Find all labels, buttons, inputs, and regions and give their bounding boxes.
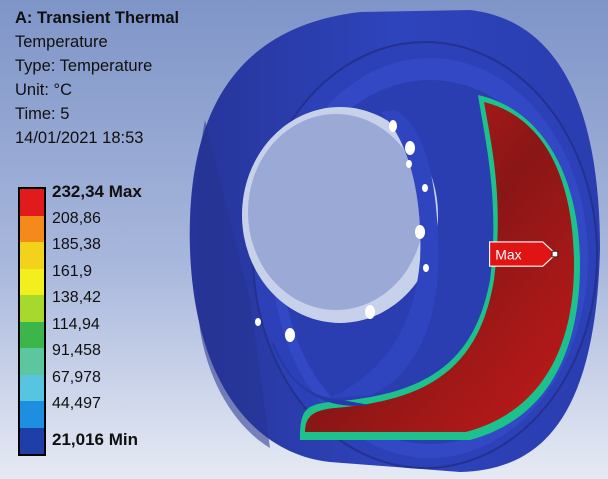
bolt-hole [415,225,425,239]
max-probe-marker [551,250,559,258]
bolt-hole [255,318,261,326]
legend-swatch [20,348,44,375]
legend-swatch [20,401,44,428]
legend-value: 44,497 [52,395,101,412]
legend-max-label: 232,34 Max [52,182,142,201]
bolt-flange [330,110,439,398]
legend-swatch [20,321,44,348]
max-probe-label: Max [495,247,521,263]
legend-swatch [20,215,44,242]
bolt-hole [405,141,415,155]
legend-value: 67,978 [52,369,101,386]
result-type: Type: Temperature [15,57,153,75]
legend-value: 185,38 [52,236,101,253]
bolt-hole [285,328,295,342]
result-name: Temperature [15,33,108,51]
result-time: Time: 5 [15,105,70,123]
result-unit: Unit: °C [15,81,73,99]
inner-lower-lip [270,340,370,406]
legend-swatch [20,295,44,322]
legend-frame [18,187,46,456]
bolt-hole [423,264,429,272]
result-timestamp: 14/01/2021 18:53 [15,129,144,147]
legend-min-label: 21,016 Min [52,430,138,449]
legend-value: 138,42 [52,289,101,306]
legend-swatch [20,189,44,216]
bolt-hole [422,184,428,192]
color-legend[interactable]: 232,34 Max 208,86 185,38 161,9 138,42 11… [14,180,204,460]
legend-value: 161,9 [52,263,93,280]
bolt-hole [389,120,397,132]
legend-swatch [20,242,44,269]
legend-swatch [20,374,44,401]
legend-value: 114,94 [52,316,100,333]
hot-braking-surface [305,102,574,432]
bolt-hole [406,160,412,168]
hub-opening-view [248,114,424,310]
bolt-hole [365,305,375,319]
legend-swatch [20,427,44,454]
drum-back-face [195,120,270,448]
legend-value: 91,458 [52,342,101,359]
max-probe-tag[interactable]: Max [486,241,566,269]
analysis-title: A: Transient Thermal [15,9,180,27]
result-info-block: A: Transient Thermal Temperature Type: T… [15,6,179,150]
legend-value: 208,86 [52,210,101,227]
legend-swatch [20,268,44,295]
